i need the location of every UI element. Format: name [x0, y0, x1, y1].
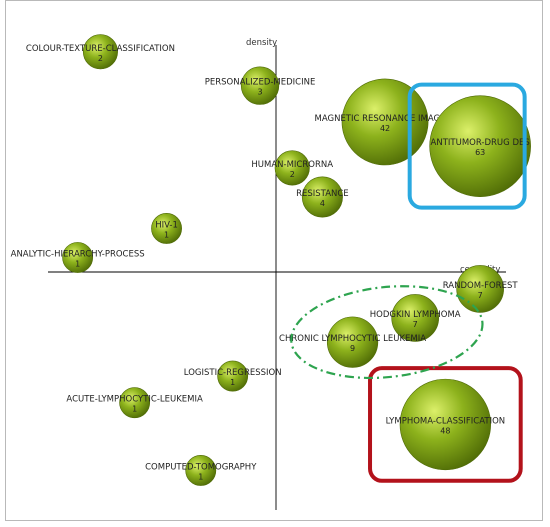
bubble-count: 1 [230, 378, 235, 387]
bubble-label: LYMPHOMA-CLASSIFICATION [386, 416, 506, 426]
bubble-label: RANDOM-FOREST [443, 281, 519, 291]
highlight-ellipse-green [290, 285, 484, 380]
bubble-mark [429, 95, 531, 197]
bubble-count: 7 [478, 291, 483, 300]
bubble-mark [456, 265, 504, 313]
bubble-label: LOGISTIC-REGRESSION [184, 368, 282, 378]
bubble-label: RESISTANCE [296, 189, 349, 199]
bubble-label: COMPUTED-TOMOGRAPHY [145, 462, 257, 472]
bubble-count: 3 [257, 88, 262, 97]
bubble-label: PERSONALIZED-MEDICINE [205, 78, 316, 88]
bubbles-layer: COLOUR-TEXTURE-CLASSIFICATION2PERSONALIZ… [11, 34, 531, 486]
bubble-count: 9 [350, 344, 355, 353]
bubble-label: COLOUR-TEXTURE-CLASSIFICATION [26, 44, 175, 54]
strategic-diagram-chart: densitycentrality COLOUR-TEXTURE-CLASSIF… [11, 34, 531, 510]
bubble-count: 2 [98, 54, 103, 63]
bubble-count: 42 [380, 124, 390, 133]
bubble-count: 1 [132, 405, 137, 414]
highlight-layer [290, 82, 527, 483]
highlight-box-red [368, 366, 523, 483]
bubble-mark [274, 150, 310, 186]
bubble-mark [151, 213, 182, 244]
bubble-mark [326, 316, 379, 368]
bubble-count: 1 [75, 259, 80, 268]
y-axis-label: density [246, 38, 277, 48]
bubble-mark [341, 78, 429, 166]
bubble-mark [62, 242, 94, 273]
bubble-mark [399, 378, 491, 471]
bubble-count: 4 [320, 199, 325, 208]
bubble-label: CHRONIC LYMPHOCYTIC LEUKEMIA [279, 334, 426, 344]
bubble-label: HUMAN-MICRORNA [251, 160, 333, 170]
bubble-label: ANALYTIC-HIERARCHY-PROCESS [11, 249, 145, 259]
bubble-mark [240, 66, 280, 105]
highlight-box-blue [407, 82, 527, 210]
bubble-count: 2 [290, 170, 295, 179]
bubble-mark [217, 360, 249, 392]
bubble-label: HIV-1 [155, 220, 178, 230]
bubble-mark [301, 176, 343, 218]
bubble-label: HODGKIN LYMPHOMA [370, 310, 461, 320]
bubble-mark [82, 34, 118, 70]
chart-frame: densitycentrality COLOUR-TEXTURE-CLASSIF… [5, 0, 543, 521]
bubble-count: 1 [164, 230, 169, 239]
bubble-count: 1 [198, 472, 203, 481]
bubble-label: ANTITUMOR-DRUG DES [431, 138, 530, 148]
bubble-label: MAGNETIC RESONANCE IMAGING [314, 114, 455, 124]
bubble-mark [391, 294, 439, 342]
bubble-count: 7 [413, 320, 418, 329]
bubble-mark [185, 455, 217, 486]
bubble-count: 48 [440, 426, 450, 435]
bubble-6: HIV-11 [151, 213, 182, 244]
bubble-label: ACUTE-LYMPHOCYTIC-LEUKEMIA [66, 395, 203, 405]
bubble-count: 63 [475, 148, 485, 157]
bubble-mark [119, 387, 151, 419]
